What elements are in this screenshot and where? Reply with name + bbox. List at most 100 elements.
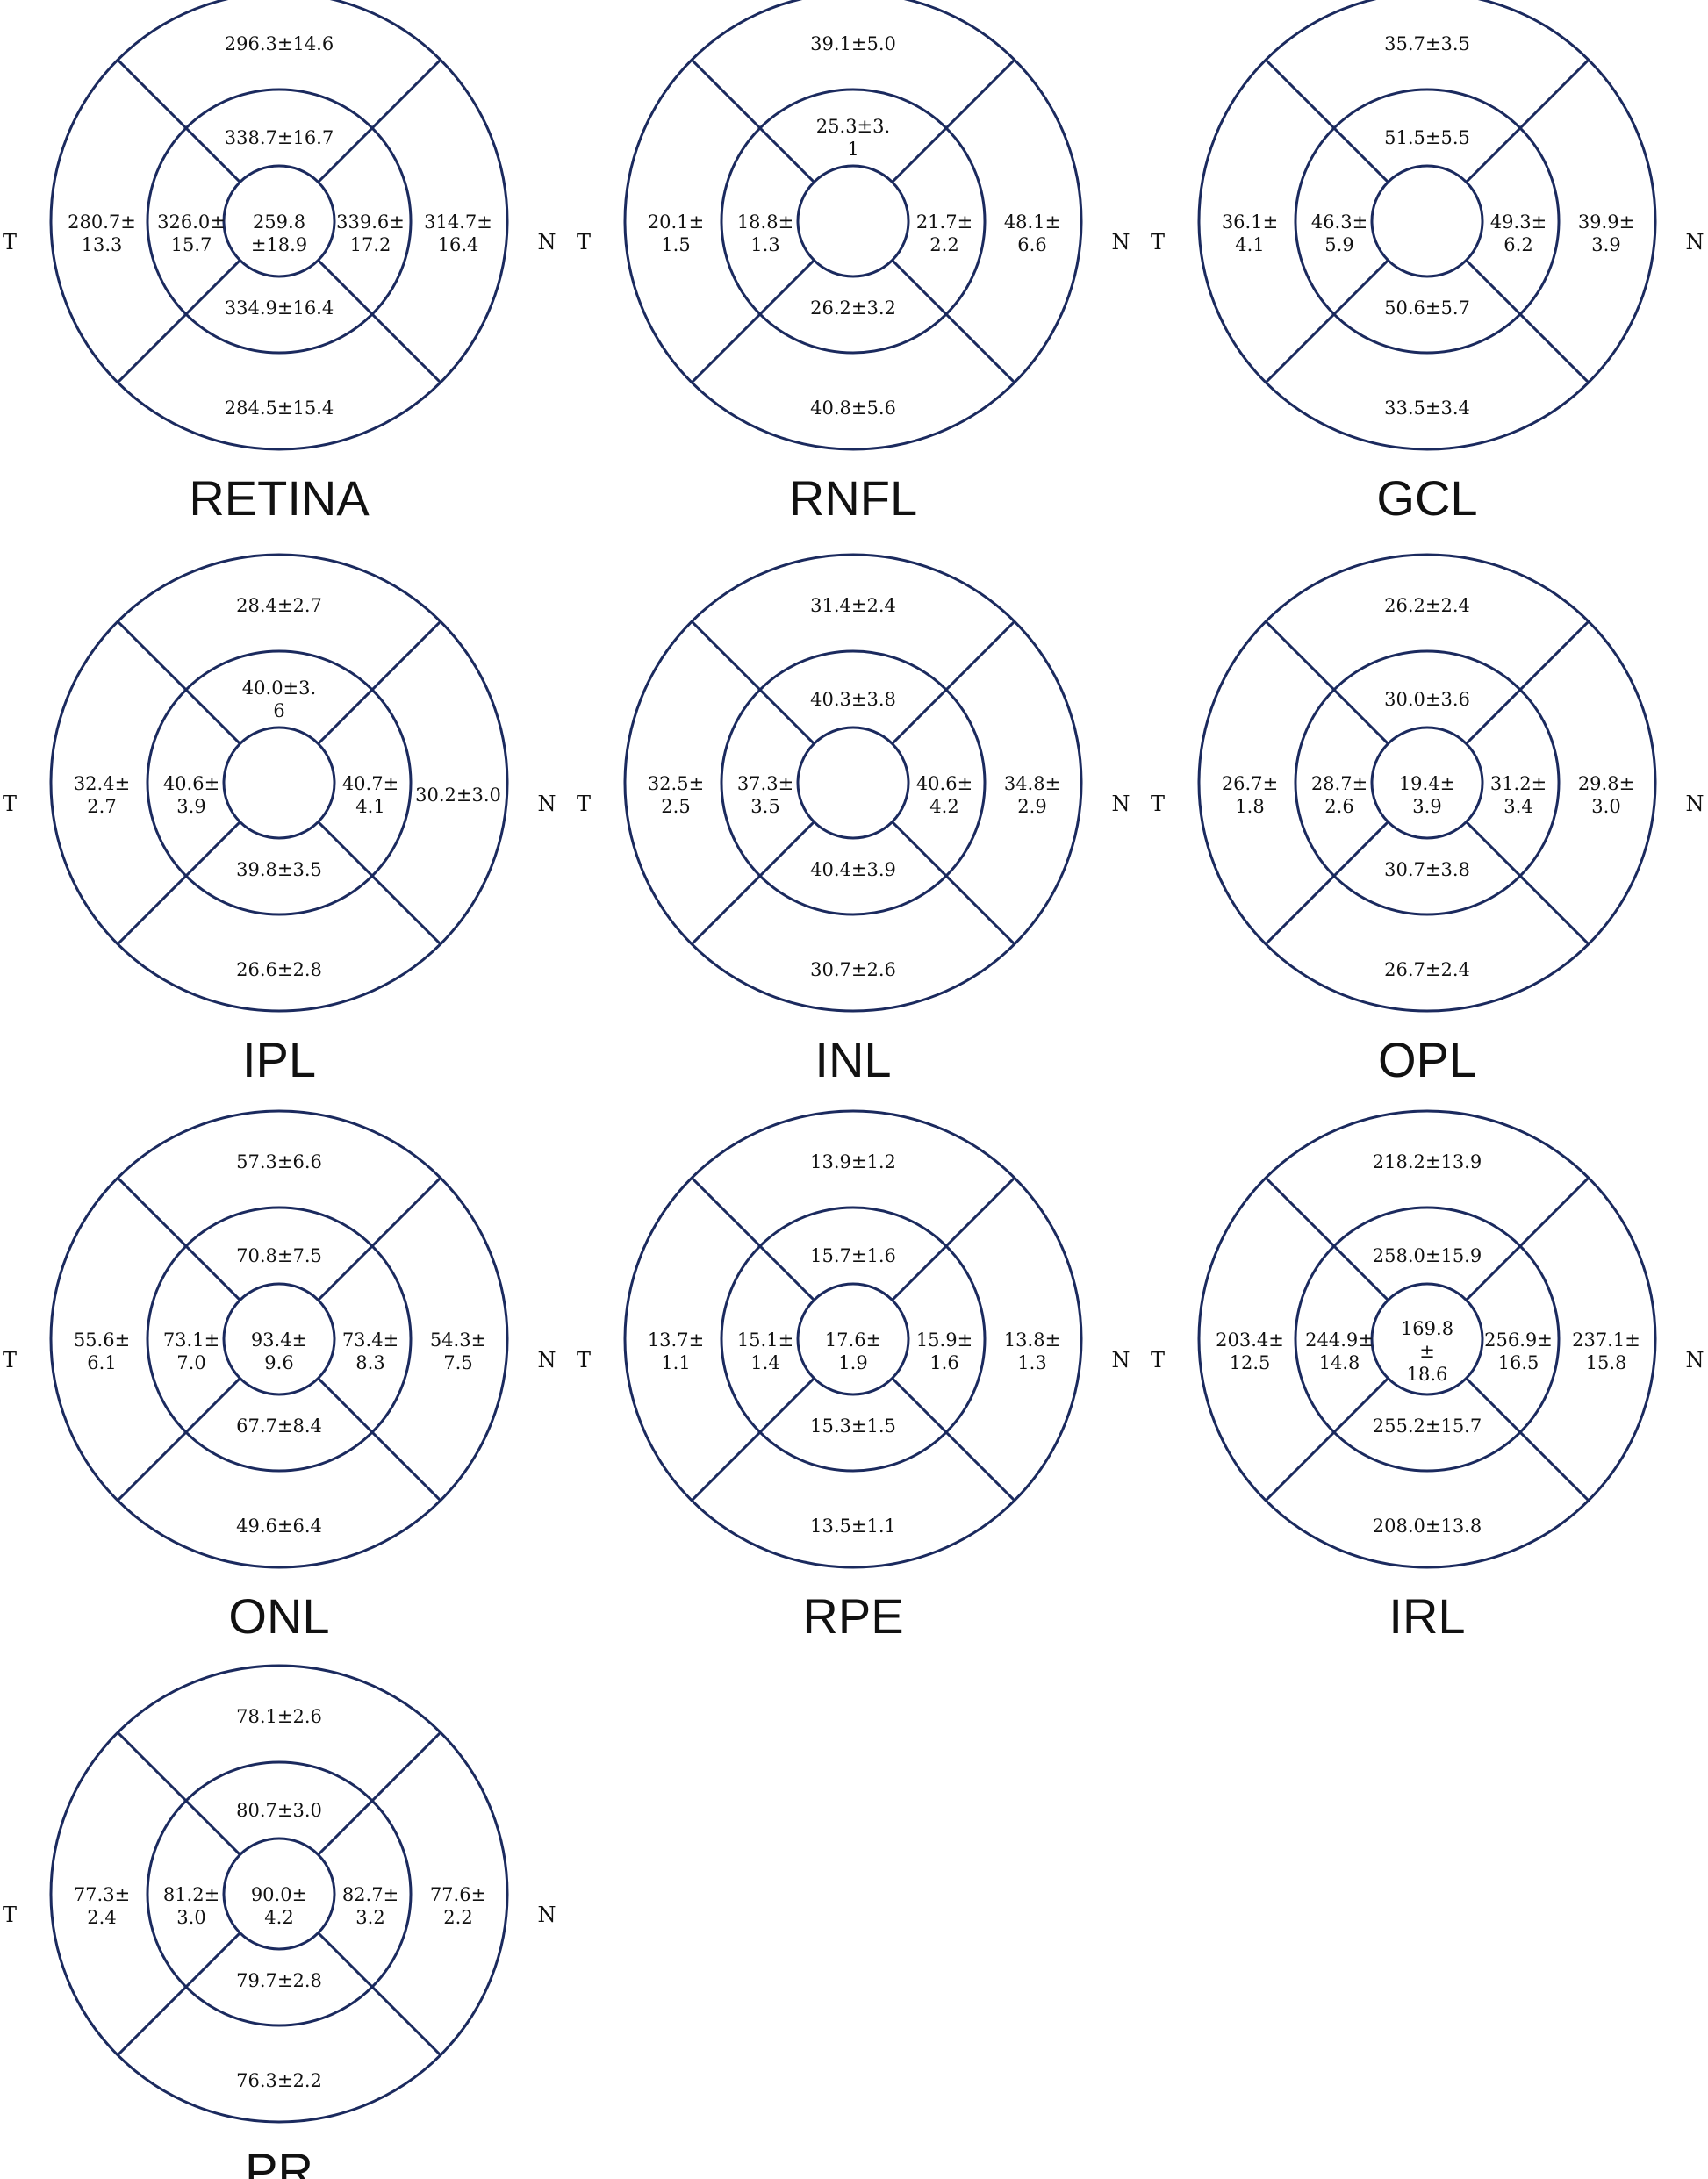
inner-nasal-value: 40.7±: [342, 773, 398, 794]
inner-superior-value: 40.0±3.: [242, 677, 316, 699]
center-ring: [222, 164, 336, 278]
sector-divider: [117, 1177, 241, 1301]
sector-divider: [317, 259, 441, 383]
inner-superior-value: 30.0±3.6: [1384, 689, 1470, 710]
outer-ring: [1197, 1109, 1657, 1569]
inner-ring: [146, 88, 413, 355]
inner-temporal-value: 15.7: [171, 234, 212, 255]
inner-inferior-value: 79.7±2.8: [236, 1970, 322, 1991]
inner-nasal-value: 73.4±: [342, 1330, 398, 1351]
sector-divider: [1465, 1377, 1590, 1502]
etdrs-grid-pr: 78.1±2.676.3±2.277.3±2.477.6±2.280.7±3.0…: [3, 1664, 556, 2179]
inner-superior-value: 6: [273, 700, 284, 721]
outer-nasal-value: 1.3: [1017, 1352, 1046, 1373]
outer-superior-value: 31.4±2.4: [810, 595, 896, 616]
inner-nasal-value: 31.2±: [1490, 773, 1547, 794]
sector-divider: [117, 259, 241, 383]
sector-divider: [317, 1731, 441, 1856]
central-subfield-value: ±18.9: [251, 234, 307, 255]
inner-inferior-value: 50.6±5.7: [1384, 297, 1470, 319]
inner-temporal-value: 326.0±: [157, 211, 226, 233]
outer-nasal-value: 237.1±: [1572, 1330, 1640, 1351]
temporal-side-label: T: [577, 230, 591, 254]
nasal-side-label: N: [538, 1903, 556, 1927]
outer-nasal-value: 30.2±3.0: [415, 785, 501, 806]
inner-temporal-value: 3.9: [176, 796, 205, 817]
sector-divider: [891, 821, 1015, 945]
inner-inferior-value: 39.8±3.5: [236, 859, 322, 880]
etdrs-grid-irl: 218.2±13.9208.0±13.8203.4±12.5237.1±15.8…: [1151, 1109, 1704, 1644]
outer-nasal-value: 16.4: [438, 234, 479, 255]
layer-title: RPE: [802, 1588, 903, 1644]
sector-divider: [317, 1932, 441, 2056]
outer-nasal-value: 15.8: [1586, 1352, 1627, 1373]
central-subfield-value: 4.2: [264, 1907, 293, 1928]
sector-divider: [1465, 620, 1590, 745]
center-ring: [222, 726, 336, 840]
sector-divider: [891, 259, 1015, 383]
sector-divider: [117, 1932, 241, 2056]
inner-ring: [1294, 1206, 1561, 1473]
layer-title: IRL: [1389, 1588, 1465, 1644]
inner-superior-value: 25.3±3.: [816, 116, 890, 137]
inner-temporal-value: 37.3±: [737, 773, 793, 794]
central-subfield-value: 259.8: [253, 211, 305, 233]
etdrs-grid-rnfl: 39.1±5.040.8±5.620.1±1.548.1±6.625.3±3.1…: [577, 0, 1130, 526]
central-subfield-value: 3.9: [1412, 796, 1441, 817]
inner-superior-value: 338.7±16.7: [225, 127, 334, 148]
inner-temporal-value: 1.3: [750, 234, 779, 255]
outer-nasal-value: 34.8±: [1004, 773, 1060, 794]
sector-divider: [1265, 1377, 1389, 1502]
nasal-side-label: N: [1112, 1348, 1130, 1373]
layer-title: INL: [815, 1032, 891, 1087]
sector-divider: [691, 59, 815, 183]
inner-inferior-value: 255.2±15.7: [1373, 1416, 1482, 1437]
inner-inferior-value: 15.3±1.5: [810, 1416, 896, 1437]
sector-divider: [1265, 620, 1389, 745]
inner-nasal-value: 17.2: [350, 234, 391, 255]
outer-temporal-value: 32.5±: [648, 773, 704, 794]
sector-divider: [691, 1377, 815, 1502]
center-ring: [796, 726, 910, 840]
outer-ring: [49, 0, 509, 451]
sector-divider: [891, 620, 1015, 745]
outer-temporal-value: 203.4±: [1216, 1330, 1284, 1351]
inner-nasal-value: 4.1: [355, 796, 384, 817]
sector-divider: [1265, 59, 1389, 183]
central-subfield-value: 18.6: [1407, 1364, 1448, 1385]
central-subfield-value: ±: [1419, 1341, 1435, 1362]
inner-nasal-value: 6.2: [1503, 234, 1532, 255]
outer-inferior-value: 284.5±15.4: [225, 398, 334, 419]
inner-inferior-value: 40.4±3.9: [810, 859, 896, 880]
etdrs-grid-opl: 26.2±2.426.7±2.426.7±1.829.8±3.030.0±3.6…: [1151, 553, 1704, 1087]
outer-superior-value: 13.9±1.2: [810, 1151, 896, 1172]
inner-inferior-value: 334.9±16.4: [225, 297, 334, 319]
inner-temporal-value: 40.6±: [163, 773, 219, 794]
inner-nasal-value: 21.7±: [916, 211, 972, 233]
inner-superior-value: 1: [847, 139, 858, 160]
outer-ring: [1197, 553, 1657, 1013]
sector-divider: [317, 1177, 441, 1301]
outer-temporal-value: 36.1±: [1222, 211, 1278, 233]
outer-superior-value: 218.2±13.9: [1373, 1151, 1482, 1172]
inner-temporal-value: 18.8±: [737, 211, 793, 233]
outer-nasal-value: 29.8±: [1578, 773, 1634, 794]
sector-divider: [1465, 59, 1590, 183]
outer-inferior-value: 208.0±13.8: [1373, 1516, 1482, 1537]
inner-superior-value: 51.5±5.5: [1384, 127, 1470, 148]
sector-divider: [317, 620, 441, 745]
sector-divider: [317, 59, 441, 183]
center-ring: [222, 1282, 336, 1396]
inner-superior-value: 80.7±3.0: [236, 1800, 322, 1821]
inner-superior-value: 70.8±7.5: [236, 1245, 322, 1266]
sector-divider: [691, 620, 815, 745]
inner-nasal-value: 49.3±: [1490, 211, 1547, 233]
center-ring: [1370, 1282, 1484, 1396]
outer-inferior-value: 30.7±2.6: [810, 959, 896, 980]
outer-inferior-value: 33.5±3.4: [1384, 398, 1470, 419]
inner-superior-value: 40.3±3.8: [810, 689, 896, 710]
inner-nasal-value: 3.2: [355, 1907, 384, 1928]
etdrs-grid-retina: 296.3±14.6284.5±15.4280.7±13.3314.7±16.4…: [3, 0, 556, 526]
outer-temporal-value: 280.7±: [68, 211, 136, 233]
